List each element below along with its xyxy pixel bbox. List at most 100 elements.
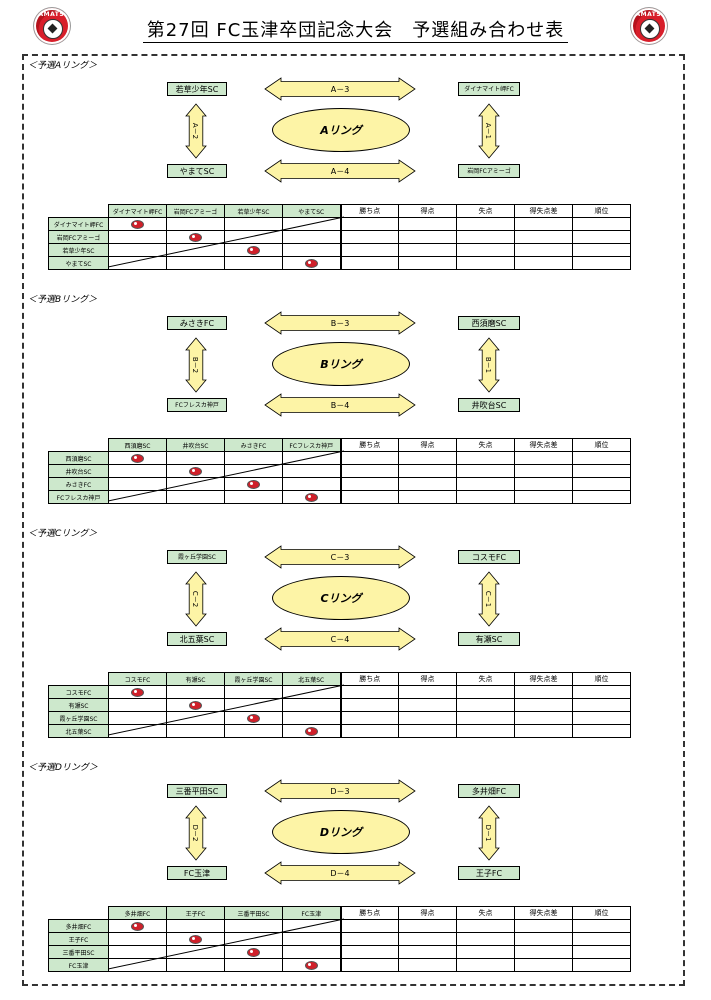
column-header-stat: 失点 xyxy=(456,438,515,452)
column-header-stat: 得点 xyxy=(398,672,457,686)
result-cell xyxy=(282,945,341,959)
stat-cell xyxy=(398,945,457,959)
double-arrow-horizontal xyxy=(264,545,416,569)
soccer-ball-icon xyxy=(189,934,202,944)
match-label: C－3 xyxy=(331,553,350,562)
soccer-ball-icon xyxy=(247,947,260,957)
club-logo-right: TAMATSU xyxy=(631,8,667,44)
column-header-stat: 得失点差 xyxy=(514,906,573,920)
self-match-cell xyxy=(166,932,225,946)
row-header-team: 霞ヶ丘学園SC xyxy=(48,711,109,725)
match-label: C－1 xyxy=(484,591,492,607)
stat-cell xyxy=(339,932,399,946)
match-label: D－3 xyxy=(330,787,349,796)
stat-cell xyxy=(456,919,515,933)
result-cell xyxy=(108,945,167,959)
stat-cell xyxy=(514,945,573,959)
self-match-cell xyxy=(108,919,167,933)
column-header-team: 多井畑FC xyxy=(108,906,167,920)
row-header-team: みさきFC xyxy=(48,477,109,491)
row-header-team: FCフレスカ神戸 xyxy=(48,490,109,504)
stat-cell xyxy=(456,945,515,959)
stat-cell xyxy=(572,256,631,270)
stat-cell xyxy=(514,919,573,933)
row-header-team: やまてSC xyxy=(48,256,109,270)
team-box-top-left: みさきFC xyxy=(167,316,227,330)
double-arrow-horizontal xyxy=(264,861,416,885)
result-cell xyxy=(108,958,167,972)
stat-cell xyxy=(398,919,457,933)
double-arrow-vertical xyxy=(478,571,500,627)
ring-ellipse: Dリング xyxy=(272,810,410,854)
page-title: 第27回 FC玉津卒団記念大会 予選組み合わせ表 xyxy=(0,16,711,43)
match-label: B－1 xyxy=(484,357,492,373)
result-cell xyxy=(224,919,283,933)
double-arrow-horizontal xyxy=(264,627,416,651)
stat-cell xyxy=(456,958,515,972)
soccer-ball-icon xyxy=(131,921,144,931)
double-arrow-horizontal xyxy=(264,311,416,335)
match-label: A－4 xyxy=(331,167,350,176)
result-cell xyxy=(224,958,283,972)
stat-cell xyxy=(572,919,631,933)
team-box-bottom-left: FC玉津 xyxy=(167,866,227,880)
row-header-team: 西須磨SC xyxy=(48,451,109,465)
double-arrow-horizontal xyxy=(264,77,416,101)
logo-text: TAMATSU xyxy=(34,11,70,18)
column-header-stat: 順位 xyxy=(572,672,631,686)
row-header-team: 多井畑FC xyxy=(48,919,109,933)
stat-cell xyxy=(572,958,631,972)
team-box-top-left: 霞ヶ丘学園SC xyxy=(167,550,227,564)
section-label: ＜予選Cリング＞ xyxy=(28,529,98,539)
logo-text: TAMATSU xyxy=(631,11,667,18)
double-arrow-horizontal xyxy=(264,393,416,417)
result-cell xyxy=(282,919,341,933)
team-box-top-right: 多井畑FC xyxy=(458,784,520,798)
column-header-stat: 勝ち点 xyxy=(339,438,399,452)
column-header-stat: 順位 xyxy=(572,438,631,452)
match-label: A－2 xyxy=(191,123,199,139)
stat-cell xyxy=(572,932,631,946)
result-cell xyxy=(166,919,225,933)
table-row: FC玉津 xyxy=(48,958,631,972)
team-box-bottom-left: FCフレスカ神戸 xyxy=(167,398,227,412)
row-header-team: 三番平田SC xyxy=(48,945,109,959)
table-corner xyxy=(49,907,109,920)
ring-ellipse: Bリング xyxy=(272,342,410,386)
soccer-ball-icon xyxy=(640,19,660,39)
team-box-top-left: 三番平田SC xyxy=(167,784,227,798)
match-label: C－2 xyxy=(191,591,199,607)
stat-cell xyxy=(339,958,399,972)
match-label: D－2 xyxy=(191,825,199,842)
match-label: D－1 xyxy=(484,825,492,842)
double-arrow-vertical xyxy=(185,103,207,159)
team-box-bottom-left: 北五葉SC xyxy=(167,632,227,646)
column-header-stat: 勝ち点 xyxy=(339,204,399,218)
double-arrow-vertical xyxy=(478,103,500,159)
match-label: B－2 xyxy=(191,357,199,373)
club-logo-left: TAMATSU xyxy=(34,8,70,44)
column-header-stat: 失点 xyxy=(456,204,515,218)
column-header-stat: 勝ち点 xyxy=(339,672,399,686)
column-header-team: ダイナマイト岬FC xyxy=(108,204,167,218)
soccer-ball-icon xyxy=(43,19,63,39)
stat-cell xyxy=(514,958,573,972)
ring-ellipse: Cリング xyxy=(272,576,410,620)
double-arrow-vertical xyxy=(478,805,500,861)
column-header-stat: 勝ち点 xyxy=(339,906,399,920)
bracket-frame xyxy=(22,54,685,986)
team-box-bottom-right: 井吹台SC xyxy=(458,398,520,412)
result-cell xyxy=(166,945,225,959)
team-box-top-right: コスモFC xyxy=(458,550,520,564)
page-title-text: 第27回 FC玉津卒団記念大会 予選組み合わせ表 xyxy=(142,20,569,43)
row-header-team: FC玉津 xyxy=(48,958,109,972)
section-label: ＜予選Bリング＞ xyxy=(28,295,98,305)
table-row: 三番平田SC xyxy=(48,945,631,959)
team-box-top-right: 西須磨SC xyxy=(458,316,520,330)
double-arrow-vertical xyxy=(478,337,500,393)
match-label: A－1 xyxy=(484,123,492,139)
column-header-stat: 得点 xyxy=(398,906,457,920)
team-box-top-right: ダイナマイト岬FC xyxy=(458,82,520,96)
